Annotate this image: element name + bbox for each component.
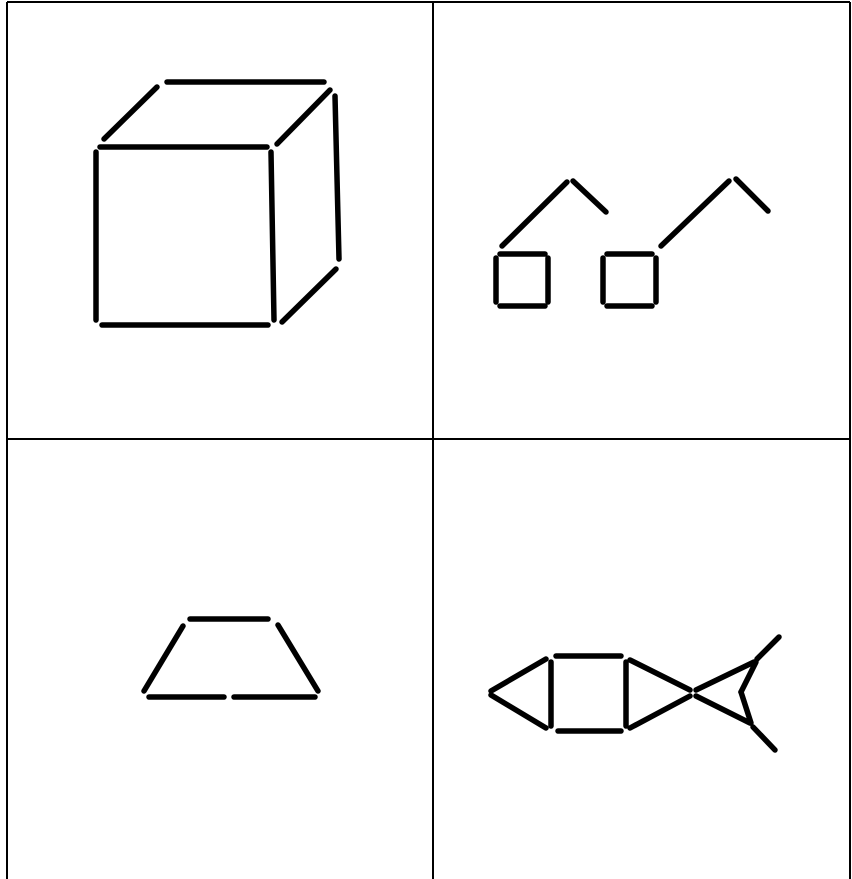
matchstick — [491, 695, 546, 728]
matchstick — [104, 87, 157, 139]
matchstick — [491, 659, 546, 691]
matchstick — [271, 152, 274, 320]
matchstick — [661, 181, 729, 246]
matchstick — [278, 625, 318, 691]
trapezoid-figure — [144, 619, 318, 697]
matchstick — [736, 179, 768, 211]
matchstick — [757, 637, 779, 659]
matchstick — [753, 727, 775, 750]
matchstick — [335, 96, 339, 259]
matchstick — [573, 181, 606, 212]
matchstick — [282, 269, 336, 322]
matchstick — [502, 182, 567, 246]
fish-figure — [491, 637, 779, 750]
matchstick — [630, 660, 690, 690]
matchstick — [277, 90, 330, 144]
matchstick — [144, 626, 183, 691]
cube-figure — [96, 82, 339, 325]
grid-frame — [7, 2, 850, 879]
matchstick — [630, 696, 690, 728]
glasses-figure — [496, 179, 768, 306]
